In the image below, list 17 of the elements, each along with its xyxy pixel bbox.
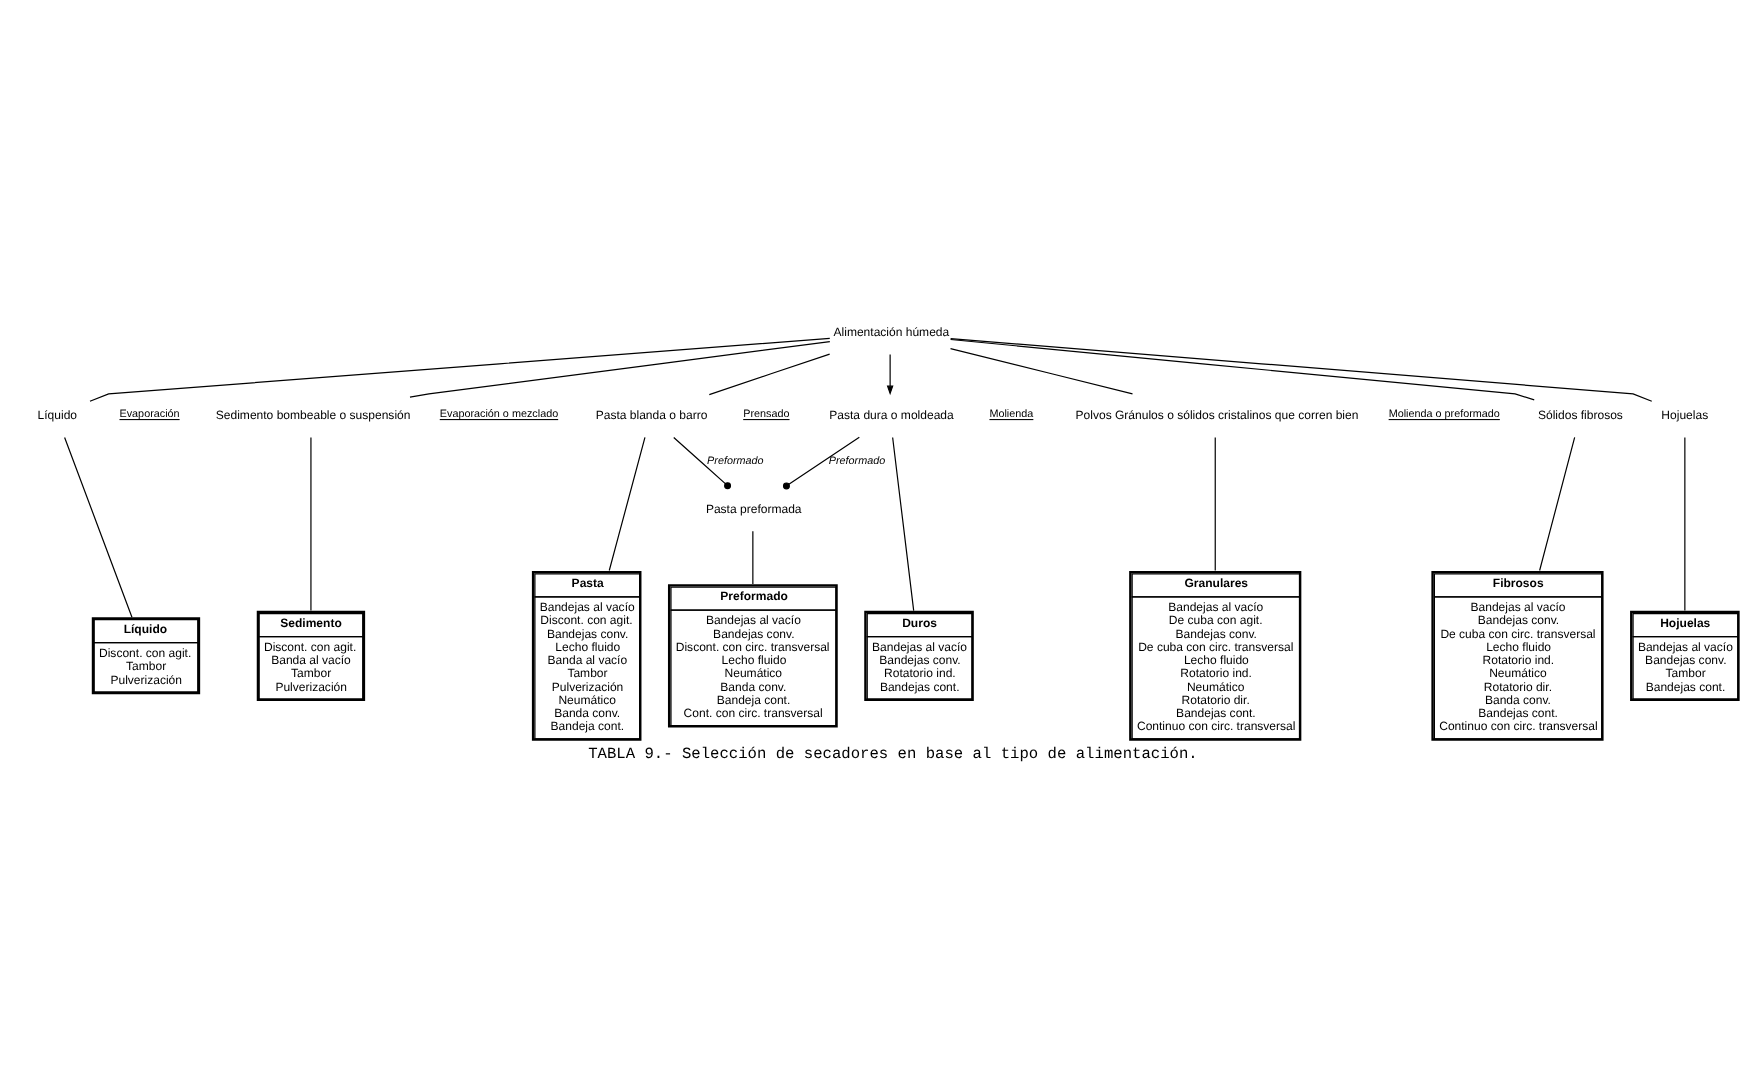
connector [950, 338, 1653, 402]
connector [608, 436, 646, 572]
connector [1684, 436, 1686, 612]
connector [89, 337, 831, 402]
connector [409, 340, 831, 398]
connector [950, 338, 1535, 401]
connector [1539, 436, 1576, 572]
connector [310, 436, 312, 612]
connector [782, 436, 860, 490]
connector [708, 353, 831, 396]
connector [64, 436, 133, 618]
connector [949, 348, 1134, 395]
connector [752, 530, 754, 585]
arrow [886, 353, 894, 396]
connector [1214, 436, 1216, 572]
connector [673, 436, 732, 490]
connector [892, 436, 915, 612]
